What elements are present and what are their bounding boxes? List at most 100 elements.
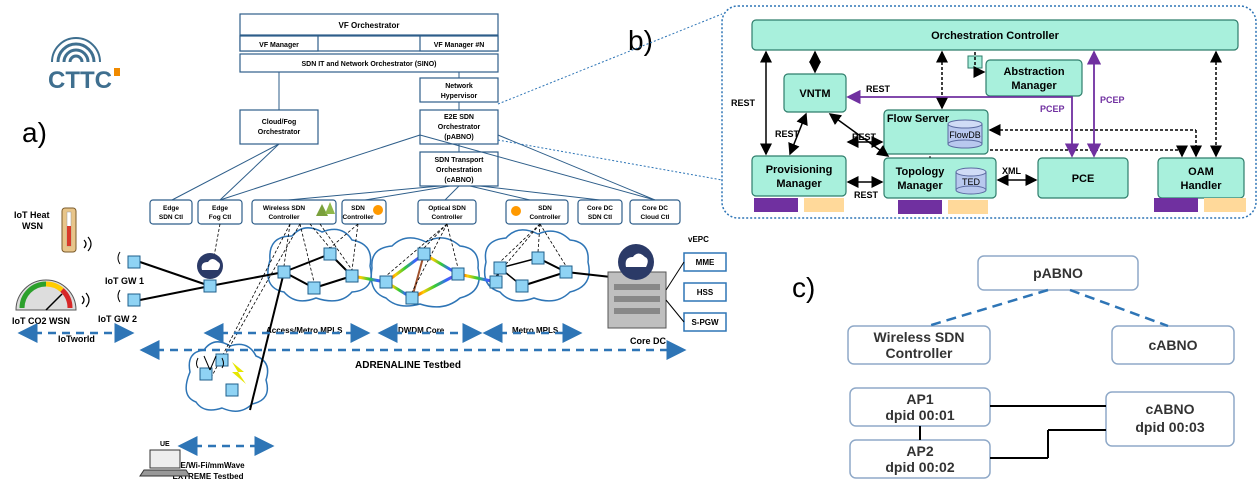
iot-gw2-icon: [117, 289, 141, 307]
ctl-edge-sdn-l1: Edge: [163, 205, 179, 212]
oam-l2: Handler: [1181, 180, 1223, 192]
abstraction-l1: Abstraction: [1003, 66, 1064, 78]
adrenaline-label: ADRENALINE Testbed: [355, 360, 461, 371]
pcep-arrows: [846, 50, 1102, 158]
pce-box: [1037, 157, 1129, 199]
ctl-coredc-cloud-l1: Core DC: [642, 205, 668, 212]
abstraction-l2: Manager: [1011, 80, 1057, 92]
e2e-l2: Orchestrator: [438, 124, 481, 131]
hss-label: HSS: [697, 288, 714, 297]
iot-gw1-icon: [117, 251, 141, 269]
transport-l1: SDN Transport: [434, 157, 484, 164]
panel-b-frame: [721, 5, 1257, 219]
rest-left-label: REST: [731, 98, 756, 108]
ctl-wireless-l1: Wireless SDN: [263, 205, 306, 212]
vf-manager: VF Manager: [259, 42, 299, 49]
controller-boxes: [149, 199, 681, 225]
ap1-l2: dpid 00:01: [885, 407, 954, 423]
ap2-l1: AP2: [906, 443, 933, 459]
iotworld-label: IoTworld: [58, 334, 95, 344]
ctl-wireless-l2: Controller: [268, 214, 300, 221]
ctl-sdn2-l2: Controller: [529, 214, 561, 221]
e2e-l3: (pABNO): [444, 134, 474, 141]
sun-icon: [373, 205, 521, 216]
ctl-sdn1-l2: Controller: [342, 214, 374, 221]
panel-label-c: c): [792, 272, 815, 303]
extreme-l1: LTE/Wi-Fi/mmWave: [171, 461, 245, 470]
transport-l2: Orchestration: [436, 167, 482, 174]
cabno2-l2: dpid 00:03: [1135, 419, 1204, 435]
ctl-coredc-sdn-l1: Core DC: [587, 205, 613, 212]
rest-bottom-label: REST: [854, 190, 879, 200]
vepc-label: vEPC: [688, 235, 709, 244]
rest-mid-label: REST: [775, 129, 800, 139]
panel-b-boxes: [751, 19, 1245, 199]
provisioning-l1: Provisioning: [766, 164, 833, 176]
rest-flow-label: REST: [852, 132, 877, 142]
provisioning-box: [751, 155, 847, 197]
pabno-label: pABNO: [1033, 265, 1083, 281]
cloud-fog-l1: Cloud/Fog: [262, 119, 297, 126]
ctl-edge-sdn-l2: SDN Ctl: [159, 214, 183, 221]
vf-manager-n: VF Manager #N: [434, 42, 485, 49]
cloud-fog-l2: Orchestrator: [258, 129, 301, 136]
iot-gw1-label: IoT GW 1: [105, 276, 144, 286]
flowdb-label: FlowDB: [949, 130, 981, 140]
iot-co2-label: IoT CO2 WSN: [12, 316, 70, 326]
gauge-icon: [15, 279, 90, 311]
sino: SDN IT and Network Orchestrator (SINO): [302, 61, 437, 68]
ue-label: UE: [160, 441, 170, 448]
oam-l1: OAM: [1188, 166, 1214, 178]
iot-heat-l2: WSN: [22, 221, 43, 231]
spgw-label: S-PGW: [691, 318, 719, 327]
e2e-l1: E2E SDN: [444, 114, 474, 121]
network-clouds: [185, 227, 590, 412]
tree-icon: [316, 202, 335, 216]
pcep2-label: PCEP: [1100, 95, 1125, 105]
ctl-sdn2-l1: SDN: [538, 205, 552, 212]
mme-label: MME: [696, 258, 715, 267]
hypervisor-l1: Network: [445, 83, 473, 90]
iot-heat-l1: IoT Heat: [14, 210, 50, 220]
vntm-label: VNTM: [799, 88, 830, 100]
wireless-l1: Wireless SDN: [874, 329, 965, 345]
flow-server-label: Flow Server: [887, 113, 950, 125]
core-dc-label: Core DC: [630, 336, 667, 346]
ap2-l2: dpid 00:02: [885, 459, 954, 475]
extreme-l2: EXTREME Testbed: [173, 472, 244, 481]
ctl-edge-fog-l1: Edge: [212, 205, 228, 212]
pcep1-label: PCEP: [1040, 104, 1065, 114]
transport-l3: (cABNO): [444, 177, 473, 184]
core-dc-server-icon: [607, 244, 667, 329]
pce-label: PCE: [1072, 173, 1095, 185]
topology-l1: Topology: [896, 166, 946, 178]
laptop-icon: [139, 449, 191, 477]
rest-top-label: REST: [866, 84, 891, 94]
thermometer-icon: [61, 207, 92, 253]
ap1-l1: AP1: [906, 391, 933, 407]
hypervisor-l2: Hypervisor: [441, 93, 478, 100]
oam-box: [1157, 157, 1245, 199]
access-metro-cloud: [267, 227, 372, 302]
ctl-optical-l2: Controller: [431, 214, 463, 221]
interface-tabs: [754, 198, 1246, 214]
orchestrator-links: [171, 134, 656, 201]
orch-controller-label: Orchestration Controller: [931, 30, 1059, 42]
provisioning-l2: Manager: [776, 178, 822, 190]
panel-label-b: b): [628, 25, 653, 56]
logo-text: CTTC: [48, 67, 112, 94]
metro-mpls-cloud: [483, 229, 590, 302]
ctl-edge-fog-l2: Fog Ctl: [209, 214, 232, 221]
lightning-icon: [232, 362, 246, 384]
panel-c-dashed-links: [927, 288, 1169, 328]
vf-orchestrator: VF Orchestrator: [339, 21, 400, 30]
ctl-coredc-cloud-l2: Cloud Ctl: [641, 214, 670, 221]
topology-l2: Manager: [897, 180, 943, 192]
ctl-sdn1-l1: SDN: [351, 205, 365, 212]
ctl-coredc-sdn-l2: SDN Ctl: [588, 214, 612, 221]
xml-label: XML: [1002, 166, 1022, 176]
orch-controller-box: [751, 19, 1239, 51]
cabno-label: cABNO: [1148, 337, 1197, 353]
switch-icons: [199, 247, 573, 397]
iot-gw2-label: IoT GW 2: [98, 314, 137, 324]
